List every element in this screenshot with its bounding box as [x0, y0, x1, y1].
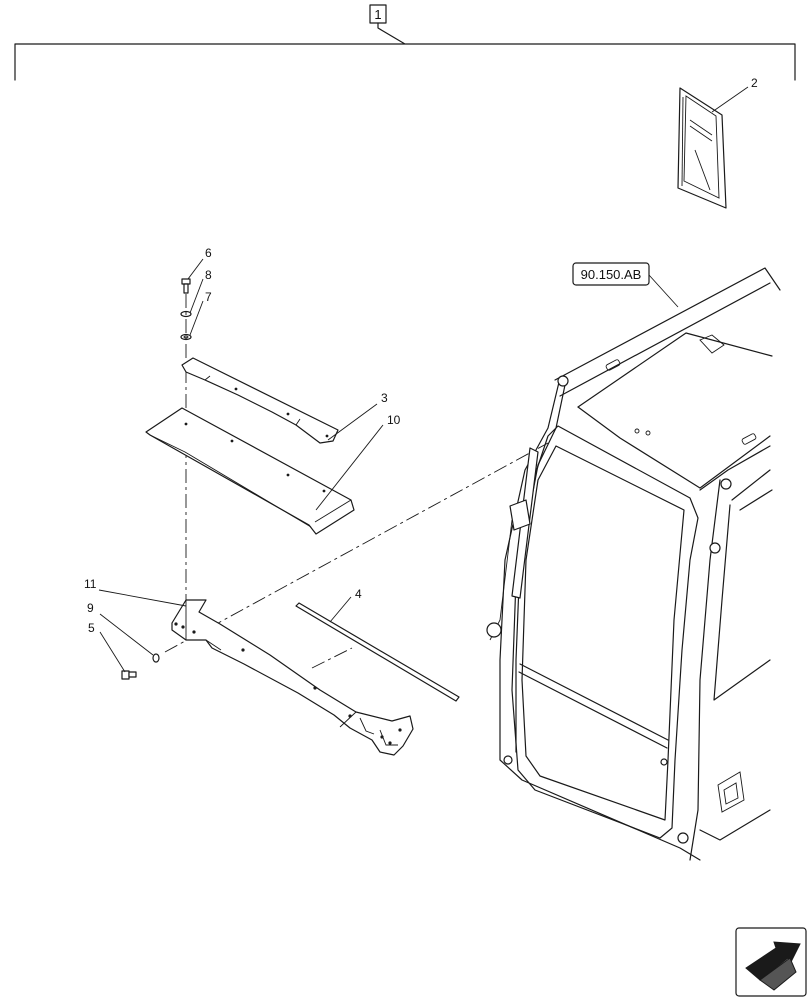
washer-8: 8 — [180, 268, 212, 318]
bolt-6: 6 — [181, 246, 212, 294]
seal-strip-4: 4 — [295, 587, 460, 702]
callout-3: 3 — [381, 391, 388, 405]
assembly-number: 1 — [374, 7, 381, 22]
reference-label: 90.150.AB — [572, 262, 679, 308]
manual-booklet: 2 — [677, 76, 758, 209]
callout-10: 10 — [387, 413, 401, 427]
callout-2: 2 — [751, 76, 758, 90]
callout-7: 7 — [205, 290, 212, 304]
reference-box — [572, 262, 650, 286]
alignment-lines — [164, 294, 549, 669]
bolt-5: 5 — [88, 621, 137, 680]
washer-9: 9 — [87, 601, 160, 663]
reference-code: 90.150.AB — [581, 267, 642, 282]
callout-8: 8 — [205, 268, 212, 282]
callout-6: 6 — [205, 246, 212, 260]
assembly-bracket: 1 — [14, 4, 796, 81]
trim-strip-3: 3 — [181, 357, 388, 444]
callout-4: 4 — [355, 587, 362, 601]
callout-11: 11 — [84, 577, 97, 591]
callout-5: 5 — [88, 621, 95, 635]
operator-cab — [486, 267, 781, 861]
next-page-arrow-icon[interactable] — [735, 927, 807, 997]
cover-panel-10: 10 — [145, 407, 401, 535]
callout-9: 9 — [87, 601, 94, 615]
support-bracket-11: 11 — [84, 577, 414, 756]
